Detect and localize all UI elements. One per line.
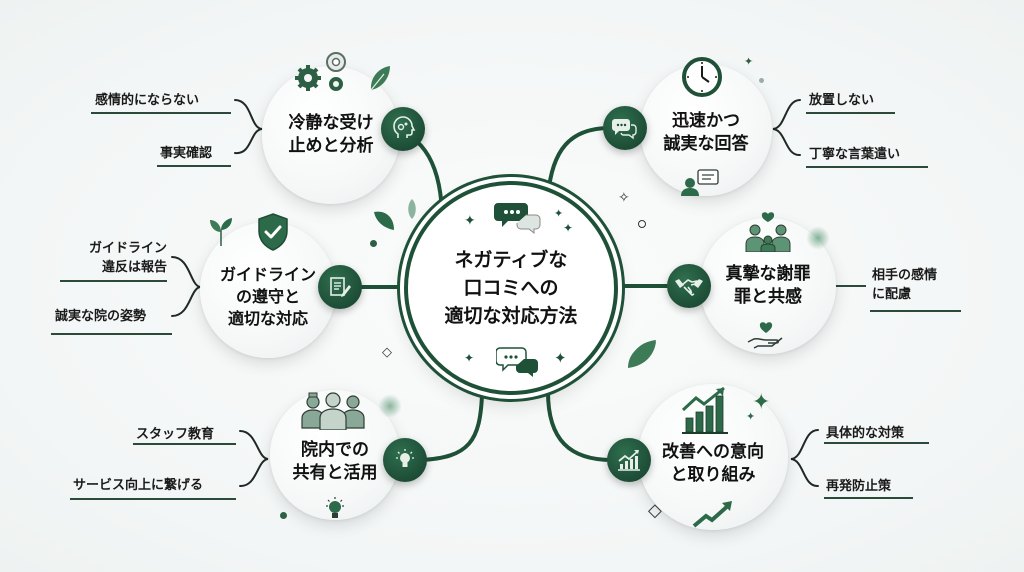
point-underline: [806, 112, 895, 114]
point-underline: [70, 498, 236, 500]
point-label: 放置しない: [809, 93, 875, 108]
sparkle-outline-icon: ✧: [618, 190, 630, 206]
point-label: 再発防止策: [826, 479, 892, 494]
point-label: 丁寧な言葉遣い: [809, 147, 901, 162]
node-title: 迅速かつ 誠実な回答: [663, 111, 749, 154]
sprout-icon: [210, 218, 232, 246]
point-label: スタッフ教育: [136, 427, 215, 442]
shield-check-icon: [258, 213, 288, 251]
point-underline: [824, 442, 929, 444]
point-underline: [91, 112, 231, 114]
point-label: 事実確認: [160, 146, 213, 161]
point-underline: [870, 310, 961, 312]
point-underline: [133, 443, 236, 445]
clock-icon: [682, 57, 722, 97]
sparkle-icon: ✦: [464, 351, 475, 365]
leaf-icon: [628, 342, 656, 368]
point-label: 相手の感情 に配慮: [872, 268, 938, 302]
lightbulb-icon: [326, 497, 344, 518]
sparkle-icon: ✦: [554, 207, 564, 220]
handshake-icon: [667, 264, 711, 308]
blur-decoration: [806, 226, 830, 250]
gears-icon: [295, 52, 346, 91]
point-label: 誠実な院の姿勢: [55, 309, 147, 324]
sparkle-icon: ✦: [554, 349, 567, 367]
spacer: [634, 170, 636, 172]
node-guideline-compliance: ガイドライン の遵守と 適切な対応: [200, 222, 336, 358]
hand-heart-icon: [747, 322, 783, 349]
point-label: 感情的にならない: [95, 93, 200, 108]
sparkle-icon: ✦: [744, 55, 754, 68]
dot-decoration: [759, 78, 764, 83]
document-pen-icon: [318, 265, 362, 309]
dot-decoration: [280, 512, 287, 519]
chat-bubbles-icon: [494, 203, 541, 235]
chat-bubbles-icon: [603, 106, 647, 150]
chat-bubbles-icon: [496, 347, 538, 377]
node-title: 冷静な受け 止めと分析: [288, 113, 374, 156]
blur-decoration: [378, 394, 402, 418]
node-title: ガイドライン の遵守と 適切な対応: [219, 265, 316, 328]
user-message-icon: [681, 169, 719, 196]
sparkle-icon: ✦: [464, 213, 476, 229]
node-calm-analysis: 冷静な受け 止めと分析: [262, 66, 400, 204]
diamond-icon: ◇: [648, 500, 662, 521]
central-topic: ✦ ✦ ✦ ネガティブな 口コミへの 適切な対応方法 ✦ ✦: [404, 181, 618, 395]
family-icon: [745, 212, 791, 252]
point-label: 具体的な対策: [826, 426, 905, 441]
lightbulb-icon: [383, 438, 427, 482]
diamond-icon: ◇: [382, 345, 392, 360]
sparkle-icon: ✦: [752, 390, 771, 415]
point-label: ガイドライン 違反は報告: [88, 241, 167, 275]
bar-chart-arrow-icon: [681, 386, 728, 434]
point-underline: [51, 333, 172, 335]
node-title: 改善への意向 と取り組み: [662, 442, 764, 485]
leaf-icon: [374, 211, 394, 230]
point-underline: [806, 166, 928, 168]
medical-staff-icon: [301, 392, 365, 430]
point-underline: [157, 165, 231, 167]
growth-chart-icon: [607, 438, 651, 482]
head-gears-icon: [381, 107, 425, 151]
ring-decoration: [638, 220, 646, 228]
point-underline: [824, 497, 913, 499]
point-label: サービス向上に繋げる: [73, 478, 204, 493]
dot-decoration: [370, 240, 377, 247]
spacer: [630, 330, 632, 332]
point-underline: [60, 280, 167, 282]
central-topic-title: ネガティブな 口コミへの 適切な対応方法: [444, 249, 578, 327]
node-title: 真摯な謝罪 罪と共感: [725, 264, 811, 307]
leaf-icon: [370, 66, 390, 91]
trend-arrow-icon: [692, 501, 732, 528]
node-title: 院内での 共有と活用: [292, 440, 378, 483]
leaf-icon: [408, 199, 416, 219]
sparkle-icon: ✦: [563, 221, 574, 235]
sparkle-icon: ✦: [746, 410, 756, 423]
